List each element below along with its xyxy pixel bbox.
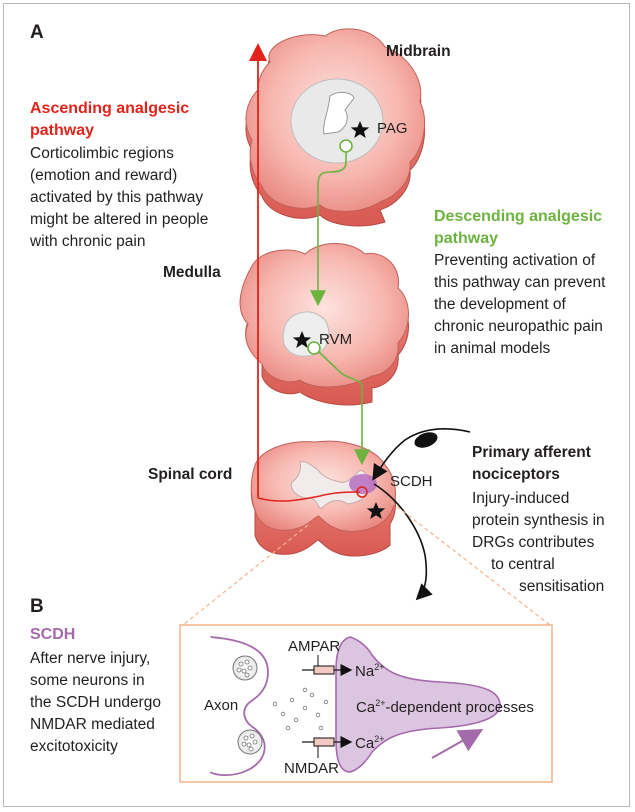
afferent-body-line-1: Injury-induced [472, 490, 570, 507]
descending-body-line-3: the development of [434, 296, 566, 313]
spinal-cord-label: Spinal cord [148, 466, 233, 483]
figure-frame [3, 3, 630, 807]
nmdar-label: NMDAR [284, 760, 339, 777]
afferent-body-line-3: DRGs contributes [472, 534, 595, 551]
vesicle-bottom [237, 729, 263, 755]
ascending-body-line-4: might be altered in people [30, 211, 209, 228]
afferent-body-line-4: to central [491, 556, 555, 573]
nmdar-receptor [302, 736, 353, 758]
afferent-nociceptor [372, 427, 471, 601]
excitotoxicity-arrow [431, 729, 484, 759]
panel-b-letter: B [30, 596, 44, 617]
medulla-slice [239, 243, 409, 406]
afferent-body-line-2: protein synthesis in [472, 512, 605, 529]
ca-ion-label: Ca2+ [355, 734, 385, 752]
descending-body-line-1: Preventing activation of [434, 252, 596, 269]
ascending-arrow-tail [257, 491, 361, 502]
panel-a-letter: A [30, 22, 44, 43]
descending-title-line-2: pathway [434, 230, 499, 247]
descending-body-line-4: chronic neuropathic pain [434, 318, 603, 335]
zoom-line-left [182, 524, 309, 626]
panel-b-body-line-2: some neurons in [30, 672, 145, 689]
descending-body-line-2: this pathway can prevent [434, 274, 606, 291]
descending-title-line-1: Descending analgesic [434, 208, 603, 225]
ascending-body-line-2: (emotion and reward) [30, 167, 178, 184]
panel-b-body-line-4: NMDAR mediated [30, 716, 155, 733]
ascending-body-line-1: Corticolimbic regions [30, 145, 174, 162]
panel-b-body-line-5: excitotoxicity [30, 738, 118, 755]
descending-body-line-5: in animal models [434, 340, 551, 357]
ascending-body-line-3: activated by this pathway [30, 189, 204, 206]
scdh-label: SCDH [390, 473, 433, 490]
vesicle-top [232, 655, 258, 681]
ascending-body-line-5: with chronic pain [30, 233, 146, 250]
panel-b-body-line-3: the SCDH undergo [30, 694, 161, 711]
medulla-label: Medulla [163, 264, 221, 281]
ca-dependent-processes-label: Ca2+-dependent processes [356, 698, 534, 716]
postsynaptic-neuron [335, 636, 501, 773]
ascending-title-line-2: pathway [30, 122, 95, 139]
spinal-cord-slice [250, 440, 396, 557]
ampar-label: AMPAR [288, 638, 341, 655]
scdh-title: SCDH [30, 626, 76, 643]
midbrain-slice [245, 28, 426, 227]
axon-label: Axon [204, 697, 239, 714]
star-pag [350, 121, 370, 138]
pag-label: PAG [377, 120, 408, 137]
star-rvm [292, 331, 312, 348]
star-scdh [366, 502, 386, 519]
descending-pathway [307, 139, 370, 466]
afferent-body-line-5: sensitisation [519, 578, 605, 595]
afferent-title-line-1: Primary afferent [472, 444, 591, 461]
ascending-title-line-1: Ascending analgesic [30, 100, 190, 117]
panel-b-body-line-1: After nerve injury, [30, 650, 151, 667]
rvm-label: RVM [319, 331, 353, 348]
midbrain-label: Midbrain [386, 43, 451, 60]
na-ion-label: Na2+ [355, 662, 385, 680]
afferent-title-line-2: nociceptors [472, 466, 560, 483]
ampar-receptor [302, 655, 353, 676]
